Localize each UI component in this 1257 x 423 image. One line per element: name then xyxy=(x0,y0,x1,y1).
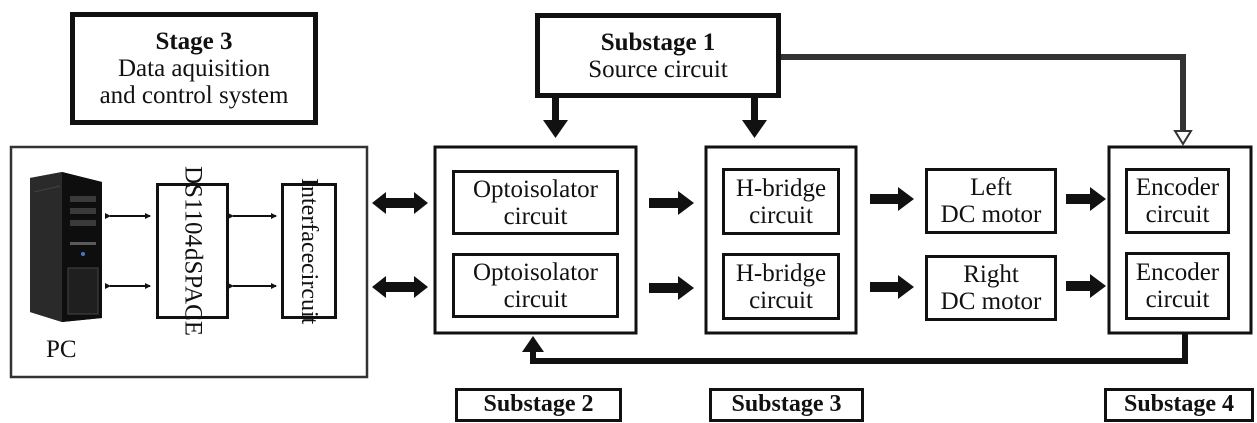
substage1-source-box: Substage 1 Source circuit xyxy=(535,13,781,98)
pc-tower-icon xyxy=(30,172,102,322)
hbridge-top-line2: circuit xyxy=(749,201,813,229)
optoisolator-top-box: Optoisolator circuit xyxy=(452,170,619,235)
substage3-label: Substage 3 xyxy=(709,388,864,422)
stage3-line2: and control system xyxy=(99,82,289,109)
encoder-bottom-line1: Encoder xyxy=(1135,259,1220,286)
stage3-opto-double-arrow-top xyxy=(372,192,428,214)
hbridge-top-line1: H-bridge xyxy=(735,174,827,202)
hbridge-motor-arrow-top xyxy=(870,187,914,211)
left-dc-motor-box: Left DC motor xyxy=(925,168,1057,234)
source-to-hbridge-arrow xyxy=(742,97,767,138)
source-to-encoder-arrowhead xyxy=(1173,130,1193,146)
encoder-feedback-line xyxy=(530,334,1188,364)
encoder-top-box: Encoder circuit xyxy=(1125,168,1230,234)
substage2-label: Substage 2 xyxy=(455,388,622,422)
hbridge-bottom-line1: H-bridge xyxy=(735,259,827,287)
motor-encoder-arrow-top xyxy=(1066,187,1106,211)
interface-circuit-box: Interface circuit xyxy=(281,178,337,324)
left-motor-line2: DC motor xyxy=(940,201,1042,228)
substage1-line1: Source circuit xyxy=(588,55,728,83)
hbridge-motor-arrow-bottom xyxy=(870,275,914,299)
encoder-bottom-line2: circuit xyxy=(1145,286,1210,313)
substage4-group-frame xyxy=(1107,145,1253,335)
substage3-group-frame xyxy=(704,145,858,335)
opto-bottom-line2: circuit xyxy=(503,285,568,313)
stage3-title-box: Stage 3 Data aquisition and control syst… xyxy=(70,12,318,125)
stage3-line1: Data aquisition xyxy=(117,55,271,82)
stage3-title: Stage 3 xyxy=(155,28,233,55)
encoder-top-line2: circuit xyxy=(1145,201,1210,228)
right-dc-motor-box: Right DC motor xyxy=(925,255,1057,321)
substage4-label: Substage 4 xyxy=(1104,388,1254,422)
optoisolator-bottom-box: Optoisolator circuit xyxy=(452,253,619,318)
interface-line1: Interface xyxy=(296,177,322,263)
motor-encoder-arrow-bottom xyxy=(1066,274,1106,298)
left-motor-line1: Left xyxy=(970,174,1012,201)
encoder-feedback-arrowhead xyxy=(522,336,544,352)
right-motor-line2: DC motor xyxy=(940,288,1042,315)
opto-hbridge-arrow-bottom xyxy=(649,276,694,300)
stage3-opto-double-arrow-bottom xyxy=(372,276,428,298)
source-to-encoder-line xyxy=(780,54,1186,132)
pc-label: PC xyxy=(46,336,77,363)
dspace-line2: dSPACE xyxy=(179,247,207,336)
ds1104-dspace-box: DS1104 dSPACE xyxy=(156,166,229,336)
opto-hbridge-arrow-top xyxy=(649,191,694,215)
dspace-line1: DS1104 xyxy=(179,166,207,248)
source-to-opto-arrow xyxy=(543,97,568,138)
substage1-title: Substage 1 xyxy=(600,28,716,56)
opto-top-line2: circuit xyxy=(503,202,568,230)
opto-bottom-line1: Optoisolator xyxy=(473,258,598,286)
hbridge-bottom-box: H-bridge circuit xyxy=(722,253,840,320)
hbridge-bottom-line2: circuit xyxy=(749,286,813,314)
substage2-group-frame xyxy=(433,145,638,335)
hbridge-top-box: H-bridge circuit xyxy=(722,168,840,235)
right-motor-line1: Right xyxy=(963,261,1019,288)
encoder-top-line1: Encoder xyxy=(1135,174,1220,201)
encoder-bottom-box: Encoder circuit xyxy=(1125,252,1230,320)
interface-line2: circuit xyxy=(296,262,322,325)
opto-top-line1: Optoisolator xyxy=(473,175,598,203)
stage3-group-frame xyxy=(9,145,369,379)
